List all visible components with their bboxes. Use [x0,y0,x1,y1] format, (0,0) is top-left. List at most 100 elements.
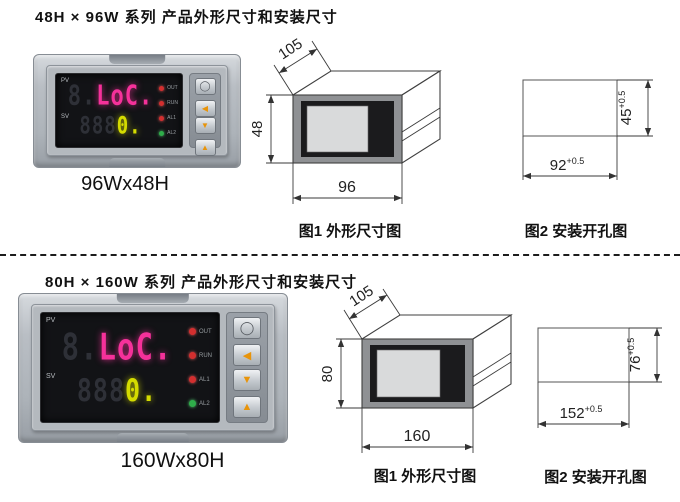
svg-text:45+0.5: 45+0.5 [617,91,635,125]
svg-text:92+0.5: 92+0.5 [550,156,584,174]
mount-clip-bottom [116,433,190,442]
led-out: OUT [159,85,178,91]
pv-label: PV [46,317,56,324]
mount-clip-top [109,55,165,64]
pv-label: PV [61,78,70,84]
panel-meter-photo-160w80h: PV SV 8.LoC. 8880. OUT RUN AL1 AL2 ◯ ◀ [18,293,288,443]
dimension-cutout-width: 152+0.5 [537,382,630,428]
key-group-lower: ▼ ▲ [194,117,216,156]
dimension-cutout-height: 76+0.5 [626,327,662,383]
status-led-column: OUT RUN AL1 AL2 [189,328,212,407]
display-row-pv: 8.LoC. [51,325,183,368]
shift-left-key: ◀ [194,100,216,117]
case-3d-body [291,70,442,164]
figure1-caption: 图1 外形尺寸图 [373,468,477,485]
display-row-sv: 8880. [66,112,155,140]
section2-title: 80H × 160W 系列 产品外形尺寸和安装尺寸 [45,274,358,291]
front-screen [306,105,369,153]
status-led-column: OUT RUN AL1 AL2 [159,85,178,136]
meter-front-panel: PV SV 8.LoC. 8880. OUT RUN AL1 AL2 ◯ ◀ [31,304,275,431]
front-screen [376,349,441,398]
product-size-label: 160Wx80H [120,449,225,472]
display-rows: 8.LoC. 8880. [51,317,183,418]
up-key: ▲ [233,396,261,418]
case-3d-body [360,314,513,409]
dimension-width: 160 [361,408,474,453]
cutout-rect [522,79,618,137]
unlit-digits: 888 [76,372,126,409]
case-seam [401,116,441,142]
svg-text:80: 80 [319,366,336,383]
red-led-icon [189,352,196,359]
sv-label: SV [46,372,56,380]
svg-text:76+0.5: 76+0.5 [626,338,644,372]
figure2-caption: 图2 安装开孔图 [544,469,647,486]
led-run-label: RUN [199,352,212,359]
svg-text:152+0.5: 152+0.5 [560,404,603,422]
product-size-label: 96Wx48H [81,173,169,195]
lit-digits-loc: LoC. [96,80,154,113]
led-al2: AL2 [189,400,212,407]
section-divider [0,254,680,256]
section1-title: 48H × 96W 系列 产品外形尺寸和安装尺寸 [35,9,338,26]
lit-digits-loc: LoC. [98,325,173,368]
led-al1: AL1 [189,376,212,383]
unlit-digits: 8. [61,325,99,368]
red-led-icon [159,85,165,91]
outline-dimension-drawing-96w48h: 48 96 105 [249,35,442,204]
dimension-height: 80 [319,338,362,409]
outline-dimension-drawing-160w80h: 80 160 105 [319,282,513,453]
unlit-digits: 888 [79,112,117,140]
panel-meter-photo-96w48h: PV SV 8.LoC. 8880. OUT RUN AL1 AL2 ◯ ◀ [33,54,241,168]
case-seam [472,352,512,378]
set-key: ◯ [233,317,261,339]
key-strip: ◯ ◀ ▼ ▲ [226,312,268,423]
green-led-icon [189,400,196,407]
led-display: PV SV 8.LoC. 8880. OUT RUN AL1 AL2 [40,312,220,423]
set-key: ◯ [194,78,216,95]
sv-label: SV [61,114,70,121]
case-seam [472,361,512,387]
key-group-upper: ◯ ◀ [233,317,261,366]
led-al1-label: AL1 [167,115,177,121]
dimension-width: 96 [292,163,403,204]
dimension-cutout-width: 92+0.5 [522,136,618,180]
cutout-dimension-drawing-160w80h: 76+0.5 152+0.5 [537,327,662,428]
led-al1-label: AL1 [199,376,210,383]
cutout-dimension-drawing-96w48h: 45+0.5 92+0.5 [522,79,653,180]
lit-digit-zero: 0. [116,112,142,140]
red-led-icon [189,328,196,335]
key-group-upper: ◯ ◀ [194,78,216,117]
meter-front-panel: PV SV 8.LoC. 8880. OUT RUN AL1 AL2 ◯ ◀ [46,65,228,156]
red-led-icon [159,115,165,121]
figure1-caption: 图1 外形尺寸图 [298,223,402,240]
led-al2-label: AL2 [167,130,177,136]
down-key: ▼ [194,117,216,134]
led-out-label: OUT [167,85,178,91]
led-run: RUN [189,352,212,359]
led-out-label: OUT [199,328,212,335]
dimension-height: 48 [249,94,293,164]
red-led-icon [189,376,196,383]
svg-text:48: 48 [249,121,266,138]
led-run: RUN [159,100,178,106]
unlit-digits: 8. [67,80,97,113]
display-row-pv: 8.LoC. [66,80,155,113]
led-run-label: RUN [167,100,178,106]
svg-text:160: 160 [404,428,431,445]
green-led-icon [159,130,165,136]
display-rows: 8.LoC. 8880. [66,78,155,143]
dimension-cutout-height: 45+0.5 [617,79,653,137]
lit-digit-zero: 0. [125,372,158,409]
down-key: ▼ [233,369,261,391]
led-al1: AL1 [159,115,178,121]
mount-clip-bottom [109,158,165,167]
svg-text:96: 96 [338,179,356,196]
shift-left-key: ◀ [233,344,261,366]
led-al2: AL2 [159,130,178,136]
case-seam [401,107,441,133]
mount-clip-top [116,294,190,303]
led-display: PV SV 8.LoC. 8880. OUT RUN AL1 AL2 [55,73,183,148]
led-out: OUT [189,328,212,335]
